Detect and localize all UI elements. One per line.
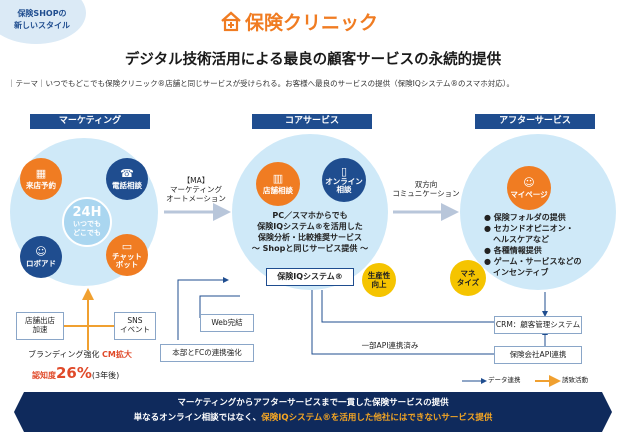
branding-line: ブランディング強化 CM拡大	[28, 350, 132, 359]
after-item: インセンティブ	[493, 268, 549, 277]
robot-icon: ☺	[35, 244, 47, 258]
logo-text: 保険クリニック	[245, 11, 379, 34]
after-list: ● 保険フォルダの提供 ● セカンドオピニオン・ ヘルスケアなど ● 各種情報提…	[484, 212, 608, 278]
phone-icon: ☎	[120, 166, 134, 180]
smartphone-icon: ▯	[340, 165, 348, 178]
house-plus-icon	[221, 11, 241, 32]
header-core: コアサービス	[252, 114, 372, 129]
productivity-badge: 生産性向上	[362, 263, 396, 297]
store-open-box: 店舗出店加速	[16, 312, 64, 340]
badge-text: 保険SHOPの新しいスタイル	[14, 9, 70, 30]
calendar-icon: ▦	[35, 166, 47, 180]
mypage-button: ☺ マイページ	[507, 166, 551, 210]
center-24h: 24H いつでも どこでも	[62, 197, 112, 247]
robot-advisor-button: ☺ ロボアド	[20, 236, 62, 278]
ma-label: 【MA】マーケティングオートメーション	[166, 176, 226, 203]
after-item: ● 保険フォルダの提供	[484, 213, 566, 222]
user-icon: ☺	[523, 175, 535, 189]
theme-label: テーマ	[15, 79, 39, 88]
theme-text: いつでもどこでも保険クリニック®店舗と同じサービスが受けられる。お客様へ最良のサ…	[45, 79, 515, 88]
monetize-badge: マネタイズ	[450, 260, 486, 296]
phone-consult-button: ☎ 電話相談	[106, 158, 148, 200]
bidirectional-label: 双方向コミュニケーション	[392, 180, 460, 198]
iq-system-box: 保険IQシステム®	[266, 268, 354, 286]
banner-line2: 単なるオンライン相談ではなく、保険IQシステム®を活用した他社にはできないサービ…	[133, 413, 493, 423]
header-after: アフターサービス	[475, 114, 595, 129]
hq-fc-box: 本部とFCの連携強化	[160, 344, 254, 362]
core-circle	[232, 134, 388, 290]
company-api-box: 保険会社API連携	[494, 346, 582, 364]
partial-api-label: 一部API連携済み	[361, 341, 419, 350]
after-circle	[460, 134, 616, 290]
store-reservation-button: ▦ 来店予約	[20, 158, 62, 200]
headline: デジタル技術活用による最良の顧客サービスの永続的提供	[124, 52, 502, 68]
legend-promo: 誘致活動	[562, 376, 588, 384]
theme-line: ｜テーマ｜いつでもどこでも保険クリニック®店舗と同じサービスが受けられる。お客様…	[8, 79, 515, 88]
chat-icon: ▭	[121, 240, 133, 253]
after-item: ヘルスケアなど	[493, 235, 549, 244]
chatbot-button: ▭ チャット ボット	[106, 234, 148, 276]
banner-line1: マーケティングからアフターサービスまで一貫した保険サービスの提供	[177, 398, 449, 408]
logo: 保険クリニック	[220, 8, 378, 34]
after-item: ● ゲーム・サービスなどの	[484, 257, 582, 266]
bottom-banner	[14, 392, 612, 432]
crm-box: CRM：顧客管理システム	[494, 316, 582, 334]
awareness-line: 認知度26%(3年後)	[32, 364, 120, 382]
online-consult-button: ▯ オンライン 相談	[322, 158, 366, 202]
store-icon: ▥	[272, 171, 284, 185]
after-item: ● セカンドオピニオン・	[484, 224, 574, 233]
web-box: Web完結	[200, 314, 254, 332]
header-marketing: マーケティング	[30, 114, 150, 129]
legend-data: データ連携	[488, 376, 521, 384]
after-item: ● 各種情報提供	[484, 246, 542, 255]
store-consult-button: ▥ 店舗相談	[256, 162, 300, 206]
core-description: PC／スマホからでも保険IQシステム®を活用した保険分析・比較推奨サービス～ S…	[251, 211, 369, 253]
